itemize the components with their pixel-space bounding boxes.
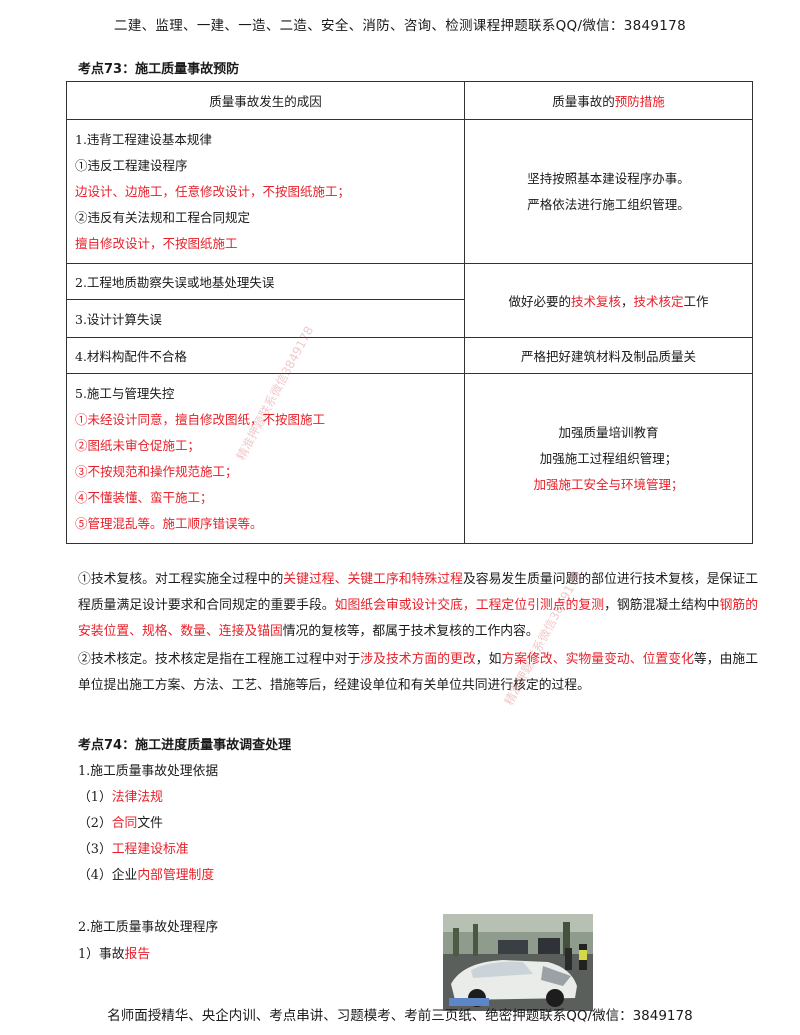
subheading-procedure: 2.施工质量事故处理程序 — [78, 920, 219, 935]
cause-cell: 1.违背工程建设基本规律 ①违反工程建设程序 边设计、边施工，任意修改设计，不按… — [66, 119, 465, 264]
table-header-cause: 质量事故发生的成因 — [66, 81, 465, 120]
cause-cell: 3.设计计算失误 — [66, 299, 465, 338]
subheading-basis: 1.施工质量事故处理依据 — [78, 764, 219, 779]
list-item: （1）法律法规 — [78, 790, 163, 805]
list-item: （3）工程建设标准 — [78, 842, 189, 857]
table-row: 4.材料构配件不合格 严格把好建筑材料及制品质量关 — [66, 337, 753, 374]
prevention-cell: 坚持按照基本建设程序办事。 严格依法进行施工组织管理。 — [464, 119, 753, 264]
prevention-cell: 严格把好建筑材料及制品质量关 — [464, 337, 753, 374]
list-item: （2）合同文件 — [78, 816, 163, 831]
prevention-cell: 加强质量培训教育 加强施工过程组织管理； 加强施工安全与环境管理； — [464, 373, 753, 544]
table-row: 5.施工与管理失控 ①未经设计同意，擅自修改图纸，不按图施工 ②图纸未审仓促施工… — [66, 373, 753, 544]
quality-accident-table: 质量事故发生的成因 质量事故的预防措施 1.违背工程建设基本规律 ①违反工程建设… — [66, 81, 753, 544]
technical-verification-paragraph: ②技术核定。技术核定是指在工程施工过程中对于涉及技术方面的更改，如方案修改、实物… — [78, 652, 759, 693]
table-header-prevention: 质量事故的预防措施 — [464, 81, 753, 120]
cause-cell: 4.材料构配件不合格 — [66, 337, 465, 374]
car-crash-image — [443, 914, 593, 1011]
table-row: 1.违背工程建设基本规律 ①违反工程建设程序 边设计、边施工，任意修改设计，不按… — [66, 119, 753, 264]
table-row: 3.设计计算失误 — [66, 299, 753, 338]
cause-cell: 2.工程地质勘察失误或地基处理失误 — [66, 263, 465, 300]
list-item: （4）企业内部管理制度 — [78, 868, 215, 883]
section-73-title: 考点73：施工质量事故预防 — [78, 62, 240, 77]
page-footer: 名师面授精华、央企内训、考点串讲、习题模考、考前三页纸、绝密押题联系QQ/微信：… — [107, 1008, 693, 1024]
technical-review-paragraph: ①技术复核。对工程实施全过程中的关键过程、关键工序和特殊过程及容易发生质量问题的… — [78, 572, 759, 639]
cause-cell: 5.施工与管理失控 ①未经设计同意，擅自修改图纸，不按图施工 ②图纸未审仓促施工… — [66, 373, 465, 544]
table-row: 2.工程地质勘察失误或地基处理失误 做好必要的技术复核，技术核定工作 — [66, 263, 753, 338]
accident-photo — [443, 914, 593, 1011]
list-item: 1）事故报告 — [78, 947, 151, 962]
page-header: 二建、监理、一建、一造、二造、安全、消防、咨询、检测课程押题联系QQ/微信：38… — [114, 18, 686, 34]
prevention-cell: 做好必要的技术复核，技术核定工作 — [464, 263, 753, 338]
section-74-title: 考点74：施工进度质量事故调查处理 — [78, 738, 292, 753]
